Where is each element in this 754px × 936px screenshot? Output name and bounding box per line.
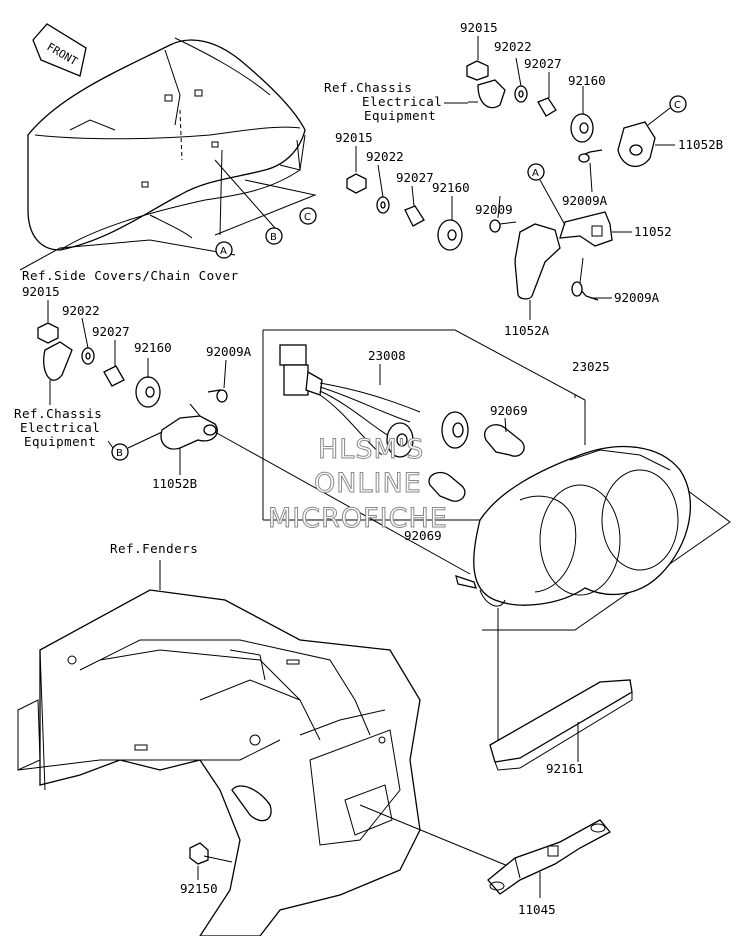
ref-chassis-left-1: Ref.Chassis [14, 406, 102, 421]
svg-text:A: A [220, 246, 227, 257]
label-92027-mid: 92027 [396, 170, 434, 185]
svg-text:B: B [116, 448, 123, 459]
label-92160-left: 92160 [134, 340, 172, 355]
svg-text:MICROFICHE: MICROFICHE [268, 503, 448, 534]
ref-chassis-left-2: Electrical [20, 420, 100, 435]
bolt-92150 [189, 842, 233, 880]
label-11052B-top: 11052B [678, 137, 723, 152]
label-92150: 92150 [180, 881, 218, 896]
svg-text:C: C [674, 100, 681, 111]
label-92160-top: 92160 [568, 73, 606, 88]
svg-text:C: C [304, 212, 311, 223]
svg-text:ONLINE: ONLINE [314, 468, 422, 499]
label-11052: 11052 [634, 224, 672, 239]
label-92160-mid: 92160 [432, 180, 470, 195]
label-92027-left: 92027 [92, 324, 130, 339]
taillight-unit-23025 [455, 400, 692, 740]
label-92009A-top: 92009A [562, 193, 608, 208]
label-92069-upper: 92069 [490, 403, 528, 418]
callout-b-cowl: B [265, 227, 283, 245]
svg-text:B: B [270, 232, 277, 243]
label-92009A-mid: 92009A [614, 290, 660, 305]
callout-c-cowl: C [299, 207, 317, 225]
bulb-lower [428, 471, 466, 502]
left-hardware-group: B [37, 300, 471, 575]
label-92015-top: 92015 [460, 20, 498, 35]
svg-text:A: A [532, 168, 539, 179]
callout-a-cowl: A [215, 241, 233, 259]
ref-chassis-top-1: Ref.Chassis [324, 80, 412, 95]
label-92069-lower: 92069 [404, 528, 442, 543]
rear-fender-drawing [17, 560, 509, 936]
ref-side-covers: Ref.Side Covers/Chain Cover [22, 268, 239, 283]
watermark: HLSM'S ONLINE MICROFICHE [268, 434, 448, 535]
label-23025: 23025 [572, 359, 610, 374]
middle-hardware-group: A [346, 146, 632, 320]
label-11052A: 11052A [504, 323, 550, 338]
label-92022-left: 92022 [62, 303, 100, 318]
ref-chassis-left-3: Equipment [24, 434, 96, 449]
label-92015-left: 92015 [22, 284, 60, 299]
license-bracket-11045 [487, 819, 612, 898]
label-11052B-left: 11052B [152, 476, 197, 491]
ref-chassis-top-3: Equipment [364, 108, 436, 123]
label-92022-mid: 92022 [366, 149, 404, 164]
ref-fenders: Ref.Fenders [110, 541, 198, 556]
label-92027-top: 92027 [524, 56, 562, 71]
label-92015-mid: 92015 [335, 130, 373, 145]
reflector-bar-92161 [489, 679, 633, 771]
seat-cowl-drawing [19, 37, 317, 271]
label-23008: 23008 [368, 348, 406, 363]
top-hardware-group: C [466, 36, 687, 193]
svg-text:HLSM'S: HLSM'S [318, 434, 424, 465]
label-92009: 92009 [475, 202, 513, 217]
bulb-upper [484, 417, 525, 457]
label-92009A-left: 92009A [206, 344, 252, 359]
label-92022-top: 92022 [494, 39, 532, 54]
label-92161: 92161 [546, 761, 584, 776]
label-11045: 11045 [518, 902, 556, 917]
front-arrow-icon: FRONT [32, 23, 87, 77]
ref-chassis-top-2: Electrical [362, 94, 442, 109]
wiring-harness-23008 [279, 344, 469, 458]
